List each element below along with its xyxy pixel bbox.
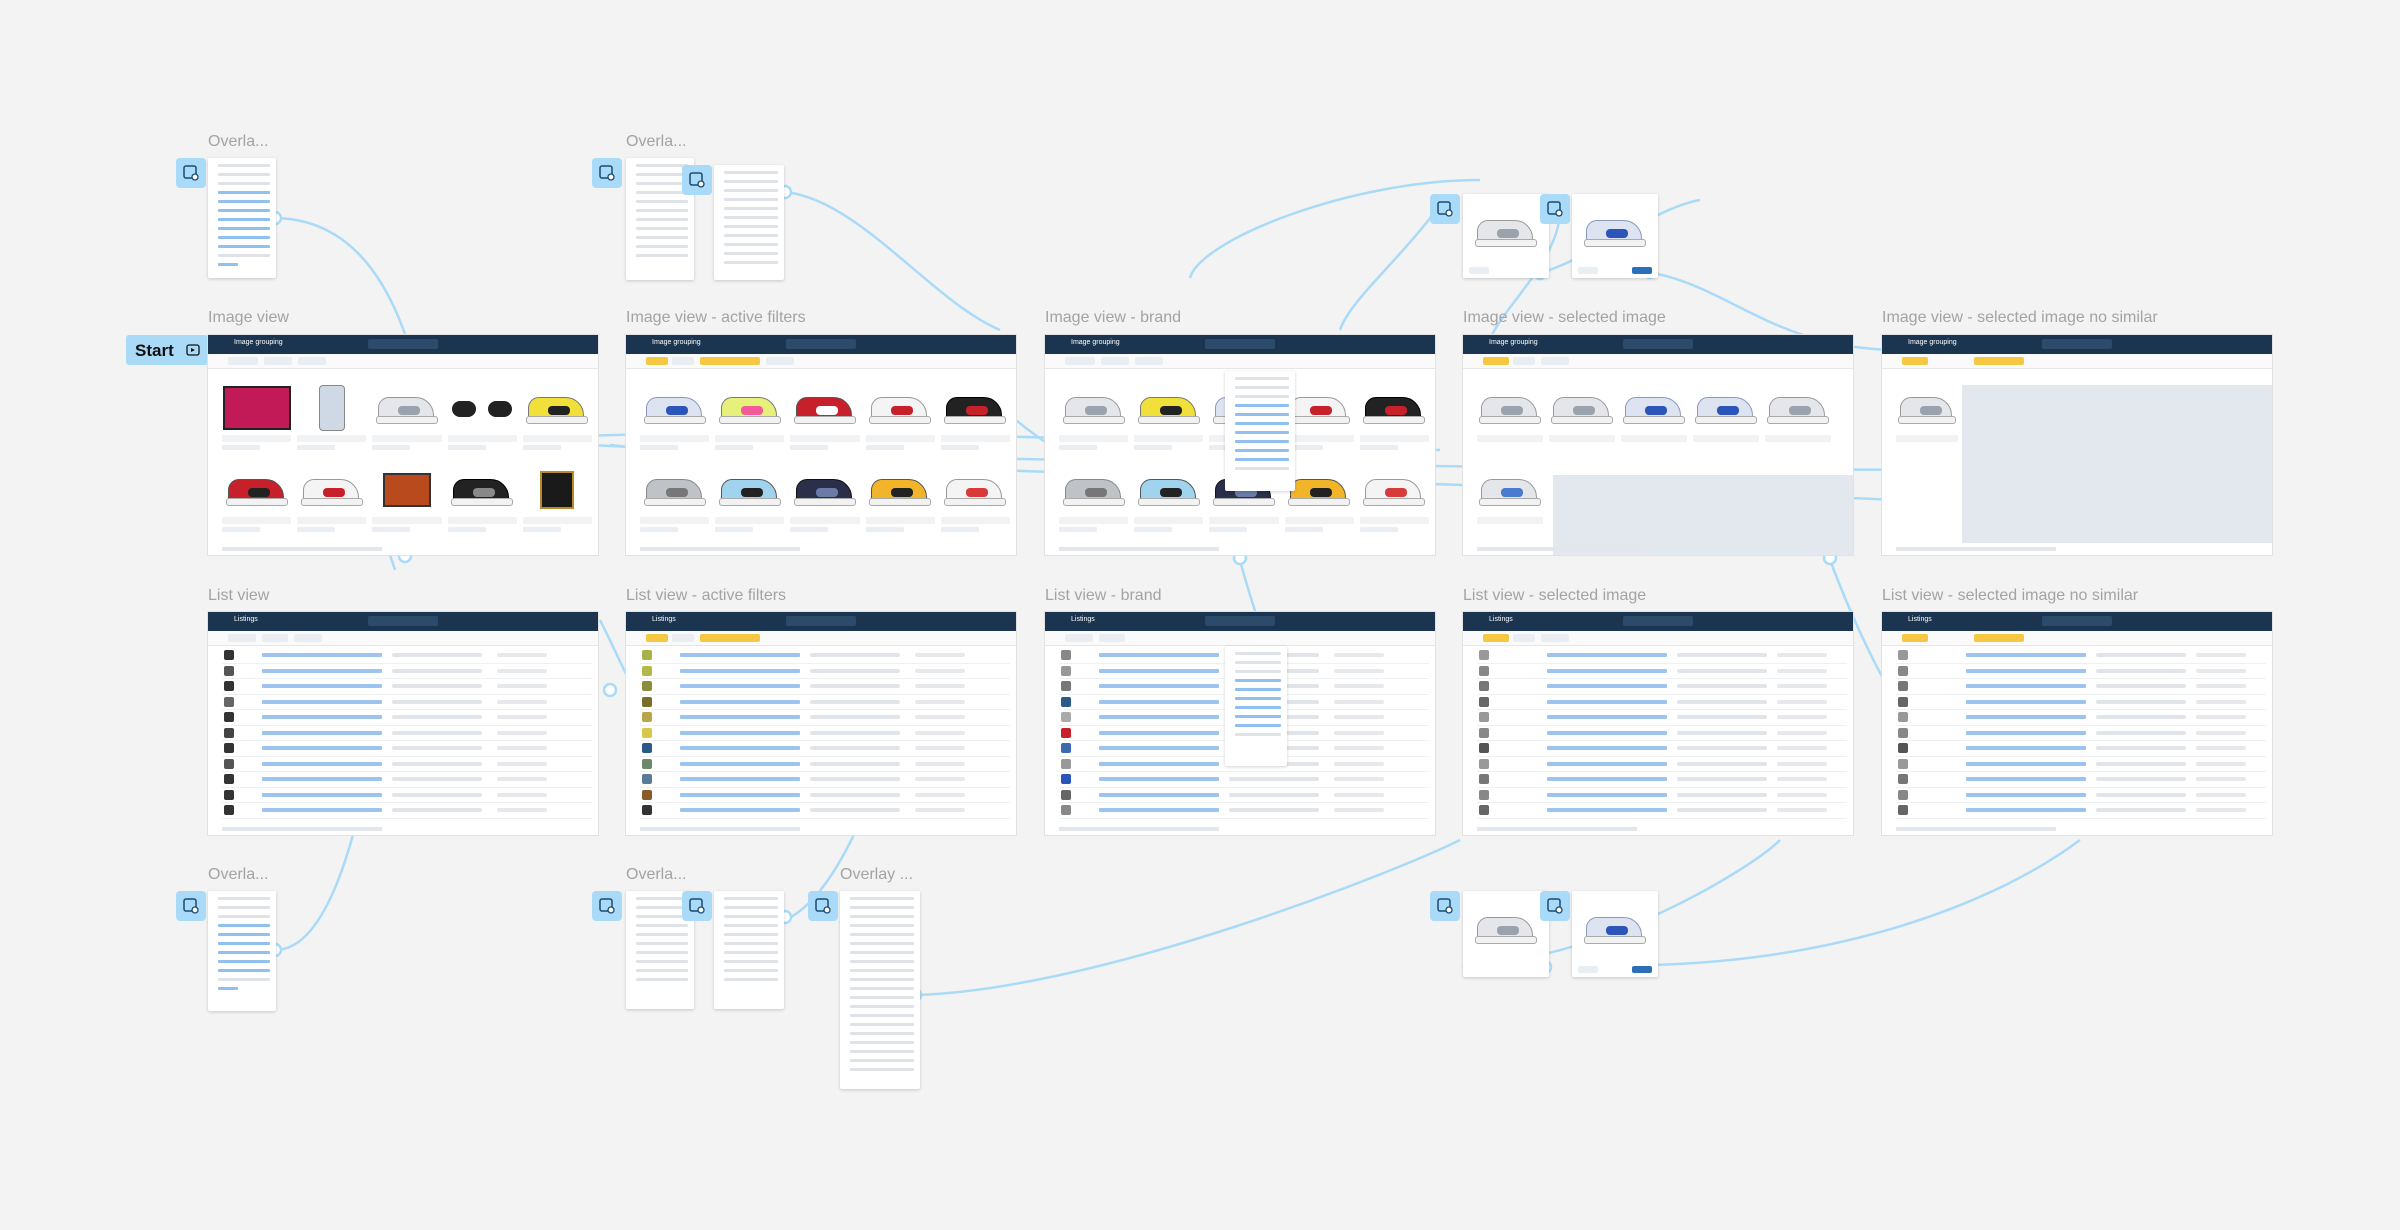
selected-image-card[interactable] [1463,194,1549,278]
overlay-trigger-icon[interactable] [1540,194,1570,224]
search-input[interactable] [2042,616,2112,626]
image-card[interactable] [522,385,592,461]
sort-dropdown-overlay[interactable] [714,165,784,280]
app-title: Listings [652,616,676,623]
overlay-trigger-icon[interactable] [1430,891,1460,921]
flow-start-icon [186,344,200,356]
filter-dropdown-overlay[interactable] [208,158,276,278]
search-input[interactable] [1623,616,1693,626]
app-title: Image grouping [652,339,701,346]
image-card[interactable] [297,467,367,543]
search-input[interactable] [368,616,438,626]
search-input[interactable] [1623,339,1693,349]
app-title: Listings [234,616,258,623]
overlay-trigger-icon[interactable] [808,891,838,921]
image-card[interactable] [372,385,442,461]
frame-image-view-brand[interactable]: Image grouping [1045,335,1435,555]
brand-dropdown-overlay[interactable] [1225,371,1295,491]
sort-dropdown-overlay[interactable] [714,891,784,1009]
overlay-trigger-icon[interactable] [176,891,206,921]
frame-label: Image view - brand [1045,309,1182,326]
frame-label: List view - selected image [1463,587,1647,604]
search-input[interactable] [2042,339,2112,349]
app-title: Listings [1489,616,1513,623]
start-label: Start [135,341,174,360]
frame-image-view-selected-image[interactable]: Image grouping [1463,335,1853,555]
overlay-label: Overlay ... [840,866,913,883]
search-input[interactable] [368,339,438,349]
overlay-label: Overla... [208,866,269,883]
frame-label: Image view - selected image no similar [1882,309,2158,326]
image-card[interactable] [522,467,592,543]
overlay-label: Overla... [626,133,687,150]
image-card[interactable] [222,467,292,543]
start-flow-button[interactable]: Start [126,335,208,365]
frame-list-view-selected-image[interactable]: Listings [1463,612,1853,835]
frame-list-view[interactable]: Listings [208,612,598,835]
app-title: Image grouping [1908,339,1957,346]
image-card[interactable] [297,385,367,461]
overlay-label: Overla... [208,133,269,150]
selected-image-card[interactable] [1572,194,1658,278]
frame-list-view-brand[interactable]: Listings [1045,612,1435,835]
frame-label: Image view - active filters [626,309,806,326]
selected-image-card[interactable] [1463,891,1549,977]
search-input[interactable] [786,616,856,626]
overlay-trigger-icon[interactable] [682,891,712,921]
frame-label: Image view [208,309,289,326]
overlay-trigger-icon[interactable] [1540,891,1570,921]
frame-image-view-selected-image-no-similar[interactable]: Image grouping [1882,335,2272,555]
overlay-trigger-icon[interactable] [592,158,622,188]
overlay-trigger-icon[interactable] [682,165,712,195]
overlay-label: Overla... [626,866,687,883]
search-input[interactable] [786,339,856,349]
frame-image-view[interactable]: Image grouping [208,335,598,555]
app-title: Listings [1908,616,1932,623]
frame-label: List view - active filters [626,587,787,604]
app-title: Image grouping [1071,339,1120,346]
overlay-trigger-icon[interactable] [592,891,622,921]
frame-label: List view - selected image no similar [1882,587,2139,604]
overlay-trigger-icon[interactable] [176,158,206,188]
search-input[interactable] [1205,339,1275,349]
app-title: Image grouping [1489,339,1538,346]
frame-image-view-active-filters[interactable]: Image grouping [626,335,1016,555]
image-card[interactable] [447,467,517,543]
frame-label: List view - brand [1045,587,1162,604]
filter-dropdown-overlay[interactable] [208,891,276,1011]
search-input[interactable] [1205,616,1275,626]
brand-dropdown-overlay[interactable] [1225,646,1287,766]
image-card[interactable] [447,385,517,461]
app-title: Listings [1071,616,1095,623]
frame-label: List view [208,587,270,604]
columns-menu-overlay[interactable] [840,891,920,1089]
frame-list-view-active-filters[interactable]: Listings [626,612,1016,835]
image-card[interactable] [222,385,292,461]
overlay-trigger-icon[interactable] [1430,194,1460,224]
app-title: Image grouping [234,339,283,346]
frame-label: Image view - selected image [1463,309,1666,326]
image-card[interactable] [372,467,442,543]
frame-list-view-selected-image-no-similar[interactable]: Listings [1882,612,2272,835]
selected-image-card[interactable] [1572,891,1658,977]
